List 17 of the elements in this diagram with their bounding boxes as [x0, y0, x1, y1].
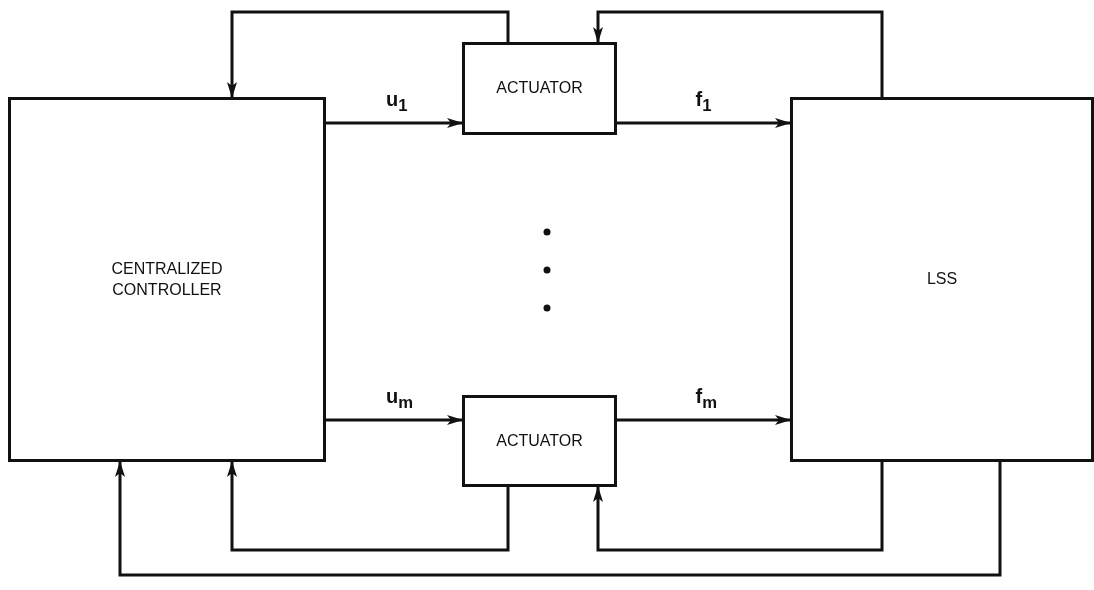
arrow [593, 10, 884, 97]
arrow [617, 415, 791, 425]
arrow [617, 118, 791, 128]
arrow [227, 461, 510, 552]
arrow [326, 118, 463, 128]
arrow [227, 10, 510, 98]
box-label: LSS [926, 269, 958, 290]
arrow [115, 461, 1002, 577]
box-label: ACTUATOR [496, 430, 583, 451]
process-box [790, 97, 1094, 462]
arrow [326, 415, 463, 425]
arrow [593, 462, 884, 552]
process-box [462, 395, 617, 487]
box-label: CENTRALIZED CONTROLLER [110, 258, 224, 300]
process-box [462, 42, 617, 135]
process-box [8, 97, 326, 462]
box-label: ACTUATOR [496, 78, 583, 99]
